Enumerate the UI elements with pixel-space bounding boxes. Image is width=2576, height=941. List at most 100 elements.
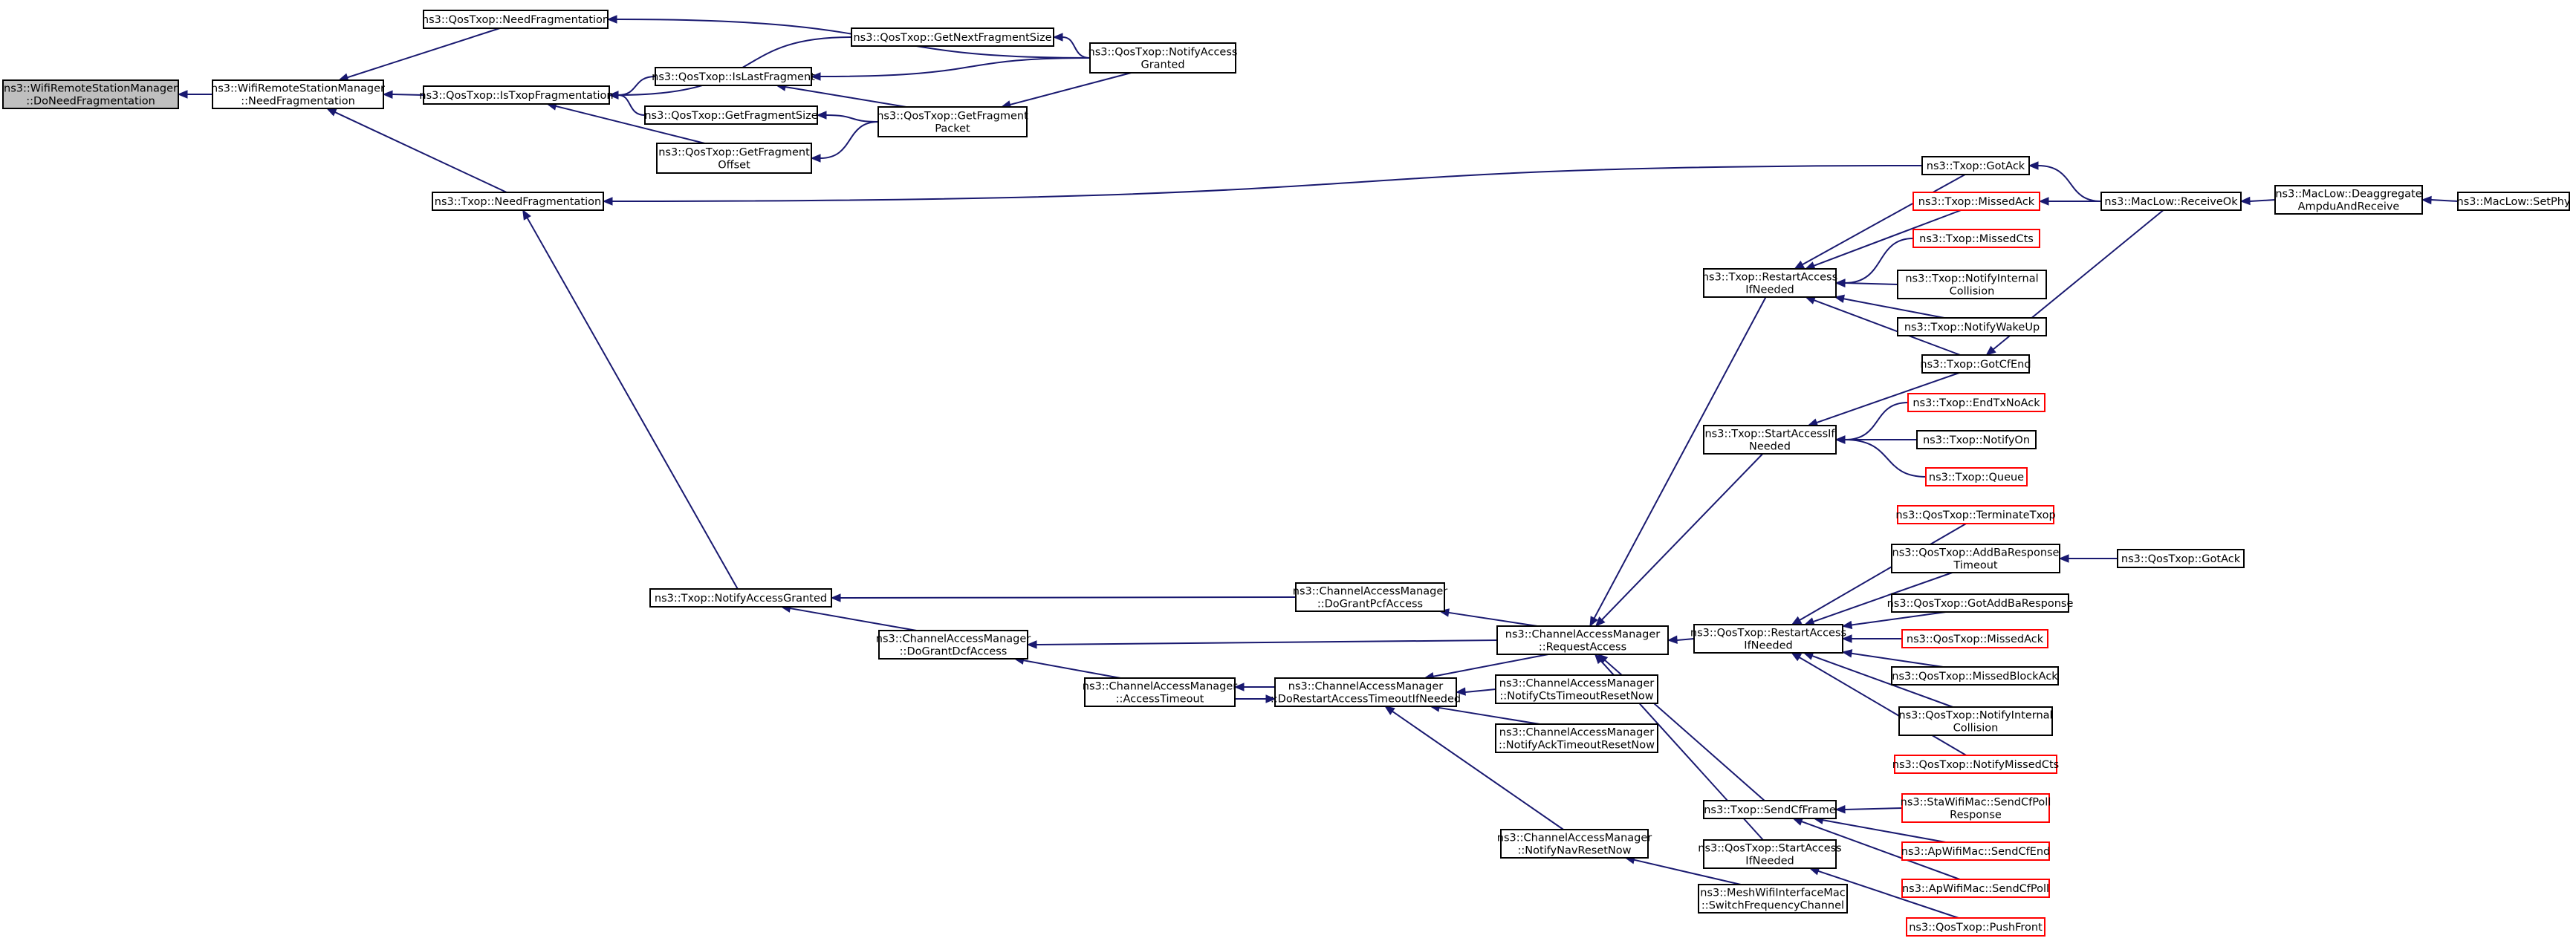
node-label: ns3::Txop::EndTxNoAck xyxy=(1912,397,2040,409)
edge-arrowhead xyxy=(1834,435,1846,444)
edge-arrowhead xyxy=(810,72,821,81)
edge-arrowhead xyxy=(382,90,393,99)
edge-n35-to-n23 xyxy=(1799,523,1967,621)
node-box xyxy=(1897,317,2047,336)
node-box xyxy=(2,79,179,109)
graph-node[interactable]: ns3::QosTxop::GetFragmentSize xyxy=(644,105,818,125)
node-box xyxy=(1894,755,2057,774)
graph-node[interactable]: ns3::QosTxop::MissedBlockAck xyxy=(1891,666,2059,686)
graph-node[interactable]: ns3::QosTxop::IsTxopFragmentation xyxy=(419,85,614,105)
node-box xyxy=(1901,629,2048,648)
node-box xyxy=(1901,793,2050,823)
node-label: ns3::MacLow::Deaggregate xyxy=(2275,189,2421,201)
node-label: ::SwitchFrequencyChannel xyxy=(1701,900,1844,912)
graph-node[interactable]: ns3::QosTxop::NotifyAccessGranted xyxy=(1089,42,1238,74)
node-label: ns3::Txop::RestartAccess xyxy=(1702,272,1837,284)
node-label: ns3::QosTxop::NotifyAccess xyxy=(1089,47,1238,59)
node-label: ::DoRestartAccessTimeoutIfNeeded xyxy=(1271,694,1461,706)
node-box xyxy=(877,106,1028,137)
graph-node[interactable]: ns3::QosTxop::TerminateTxop xyxy=(1895,505,2056,524)
edge-n48-to-n46 xyxy=(2249,199,2276,202)
graph-node[interactable]: ns3::Txop::EndTxNoAck xyxy=(1907,393,2045,412)
node-label: ns3::MacLow::SetPhy xyxy=(2457,196,2571,208)
node-label: ns3::StaWifiMac::SendCfPoll xyxy=(1901,797,2051,809)
graph-node[interactable]: ns3::Txop::Queue xyxy=(1925,467,2028,486)
graph-node[interactable]: ns3::ChannelAccessManager::RequestAccess xyxy=(1496,625,1669,655)
node-box xyxy=(432,192,604,211)
graph-node[interactable]: ns3::MeshWifiInterfaceMac::SwitchFrequen… xyxy=(1698,884,1848,914)
graph-node[interactable]: ns3::QosTxop::GetNextFragmentSize xyxy=(851,27,1054,47)
graph-node[interactable]: ns3::ChannelAccessManager::NotifyAckTime… xyxy=(1495,723,1658,753)
node-box xyxy=(1916,430,2037,449)
graph-node[interactable]: ns3::QosTxop::NeedFragmentation xyxy=(422,10,609,29)
edge-n7-to-n3 xyxy=(617,76,656,96)
edge-n8-to-n3 xyxy=(617,94,646,116)
graph-node[interactable]: ns3::ChannelAccessManager::DoRestartAcce… xyxy=(1271,677,1461,707)
edge-arrowhead xyxy=(177,90,188,99)
graph-node[interactable]: ns3::Txop::MissedAck xyxy=(1912,192,2040,211)
graph-node[interactable]: ns3::ApWifiMac::SendCfEnd xyxy=(1901,841,2051,861)
node-label: ns3::QosTxop::PushFront xyxy=(1909,922,2043,934)
graph-node[interactable]: ns3::ChannelAccessManager::AccessTimeout xyxy=(1083,677,1238,707)
edge-arrowhead xyxy=(830,593,841,602)
edge-n20-to-n19 xyxy=(1634,859,1742,885)
graph-node[interactable]: ns3::QosTxop::IsLastFragment xyxy=(652,67,815,86)
graph-node[interactable]: ns3::Txop::NotifyAccessGranted xyxy=(649,588,832,608)
graph-node[interactable]: ns3::MacLow::ReceiveOk xyxy=(2100,192,2242,211)
node-label: ns3::Txop::NotifyOn xyxy=(1923,434,2030,446)
graph-node[interactable]: ns3::Txop::GotAck xyxy=(1921,156,2030,175)
graph-node[interactable]: ns3::ApWifiMac::SendCfPoll xyxy=(1901,879,2050,898)
graph-node[interactable]: ns3::ChannelAccessManager::DoGrantPcfAcc… xyxy=(1293,582,1448,612)
edge-n16-to-n15 xyxy=(1433,654,1549,677)
node-box xyxy=(1693,624,1843,654)
graph-node[interactable]: ns3::Txop::NotifyWakeUp xyxy=(1897,317,2047,336)
graph-node[interactable]: ns3::ChannelAccessManager::NotifyNavRese… xyxy=(1497,829,1652,859)
graph-node[interactable]: ns3::Txop::MissedCts xyxy=(1912,229,2040,248)
node-label: ns3::ChannelAccessManager xyxy=(1288,681,1444,693)
edge-n16-to-n12 xyxy=(1036,639,1498,645)
graph-node[interactable]: ns3::QosTxop::NotifyMissedCts xyxy=(1892,755,2059,774)
node-box xyxy=(655,67,812,86)
node-label: ::NotifyAckTimeoutResetNow xyxy=(1499,740,1655,752)
node-box xyxy=(1925,467,2028,486)
edge-n45-to-n25 xyxy=(1817,870,1959,919)
node-box xyxy=(423,85,610,105)
graph-node[interactable]: ns3::QosTxop::GotAck xyxy=(2117,549,2245,568)
edge-arrowhead xyxy=(325,108,337,117)
node-box xyxy=(649,588,832,608)
node-box xyxy=(1906,917,2045,937)
graph-node[interactable]: ns3::QosTxop::MissedAck xyxy=(1901,629,2048,648)
edge-n22-to-n16 xyxy=(1601,453,1764,621)
edge-arrowhead xyxy=(1265,694,1276,703)
graph-node[interactable]: ns3::QosTxop::PushFront xyxy=(1906,917,2045,937)
node-label: ns3::Txop::MissedCts xyxy=(1919,233,2034,245)
edge-n6-to-n7 xyxy=(820,57,1091,77)
node-box xyxy=(1897,505,2054,524)
edge-n5-to-n3 xyxy=(617,36,852,96)
edge-n21-to-n16 xyxy=(1593,296,1767,619)
graph-node[interactable]: ns3::ChannelAccessManager::NotifyCtsTime… xyxy=(1495,674,1658,704)
graph-node[interactable]: ns3::Txop::NotifyOn xyxy=(1916,430,2037,449)
edge-n39-to-n23 xyxy=(1851,652,1944,668)
node-label: ns3::QosTxop::GetNextFragmentSize xyxy=(853,32,1051,44)
graph-node[interactable]: ns3::WifiRemoteStationManager::NeedFragm… xyxy=(211,79,385,109)
graph-node[interactable]: ns3::QosTxop::GotAddBaResponse xyxy=(1887,593,2074,613)
graph-node[interactable]: ns3::MacLow::SetPhy xyxy=(2457,192,2571,211)
graph-node[interactable]: ns3::Txop::SendCfFrame xyxy=(1703,800,1837,819)
node-box xyxy=(644,105,818,125)
graph-node[interactable]: ns3::Txop::NeedFragmentation xyxy=(432,192,604,211)
graph-node[interactable]: ns3::Txop::GotCfEnd xyxy=(1920,354,2031,374)
graph-node[interactable]: ns3::ChannelAccessManager::DoGrantDcfAcc… xyxy=(876,630,1031,660)
